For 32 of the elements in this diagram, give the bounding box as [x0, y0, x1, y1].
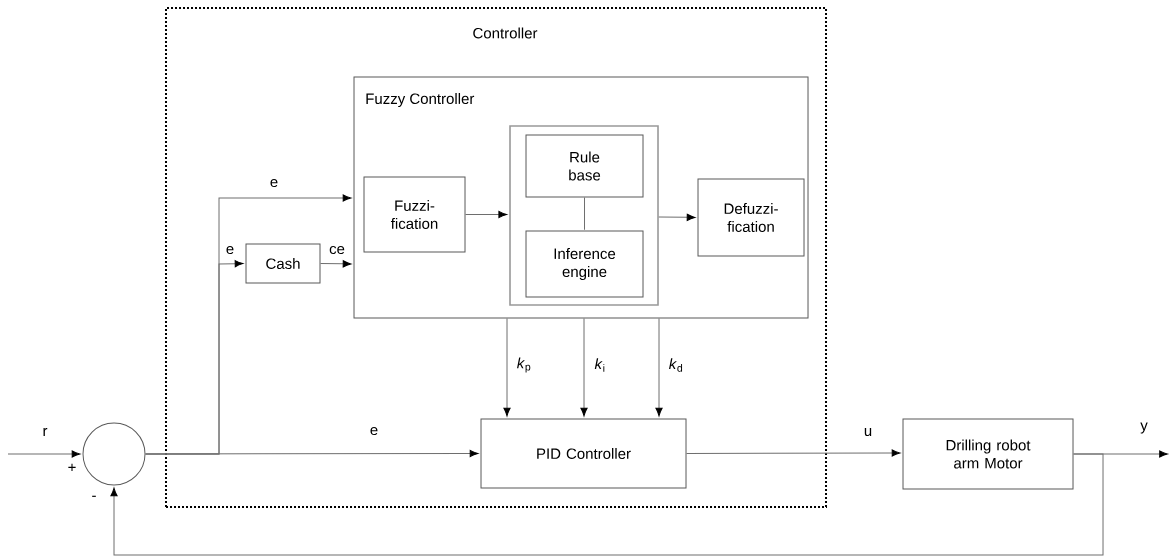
- arrow: [658, 213, 696, 221]
- sign-label: +: [68, 463, 76, 471]
- edge-label: k$_{i}$: [593, 357, 607, 373]
- process-box: Cash: [245, 243, 321, 284]
- edge-label: ce: [328, 244, 346, 256]
- arrow: [503, 318, 511, 417]
- summing-junction: [82, 422, 146, 486]
- edge-label: k$_{d}$: [667, 357, 685, 373]
- arrow: [580, 318, 588, 417]
- process-box: Drilling robot arm Motor: [902, 418, 1074, 490]
- arrow: [465, 210, 507, 219]
- arrow: [145, 260, 244, 455]
- edge-label: e: [268, 177, 280, 189]
- edge-label: k$_{p}$: [515, 356, 533, 374]
- process-box: Rule base: [525, 134, 644, 198]
- group-box: [509, 125, 659, 306]
- process-box: Inference engine: [525, 230, 644, 298]
- edge-label: e: [368, 425, 380, 437]
- process-box: PID Controller: [480, 418, 687, 489]
- arrow: [110, 453, 1104, 556]
- edge-label: y: [1139, 421, 1149, 435]
- edge-label: r: [41, 426, 49, 438]
- process-box: Fuzzi- fication: [363, 176, 466, 253]
- arrow: [7, 450, 81, 458]
- connector-line: [584, 197, 585, 231]
- arrow: [320, 260, 352, 268]
- arrow: [655, 318, 663, 417]
- edge-label: e: [224, 244, 236, 256]
- sign-label: -: [92, 495, 96, 497]
- arrow: [686, 449, 901, 457]
- edge-label: u: [862, 426, 874, 438]
- process-box: Defuzzi- fication: [697, 178, 805, 257]
